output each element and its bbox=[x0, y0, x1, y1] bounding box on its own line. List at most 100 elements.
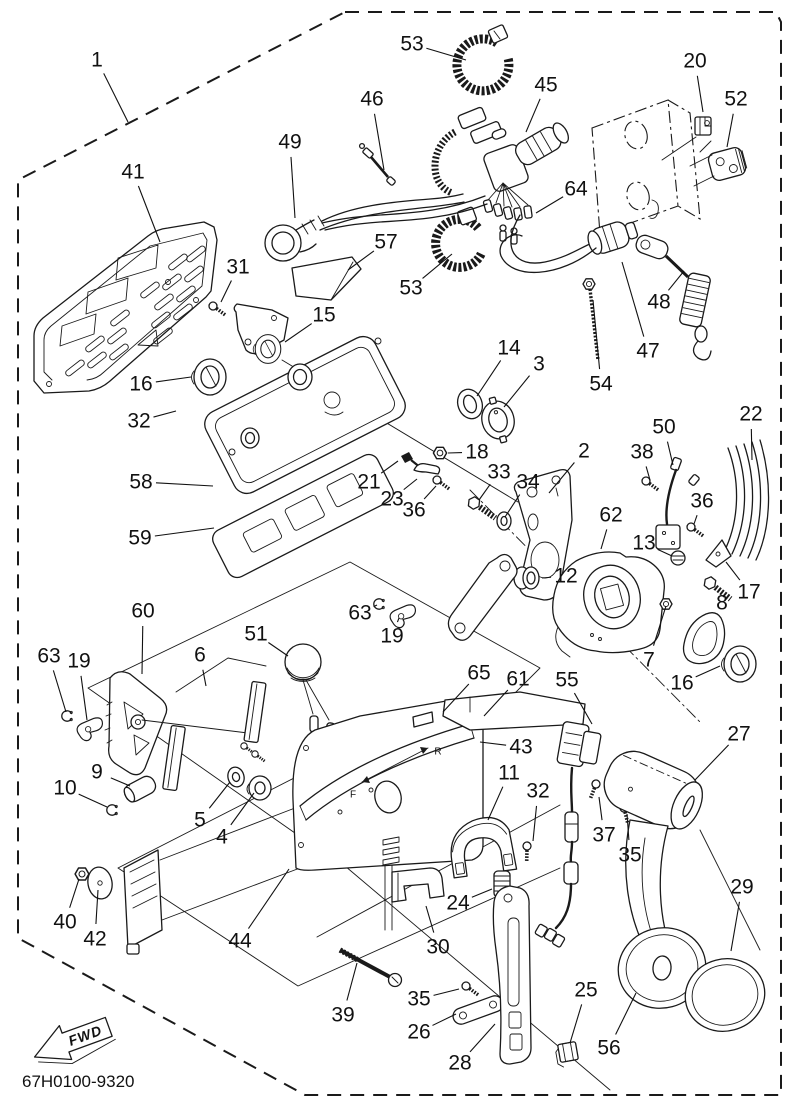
leader-line-58 bbox=[155, 482, 214, 487]
leader-line-10 bbox=[78, 793, 108, 808]
leader-line-36-left bbox=[423, 485, 437, 500]
leader-line-45 bbox=[525, 98, 541, 133]
part-16-left-grommet-drawing bbox=[190, 358, 227, 396]
leader-line-5 bbox=[208, 781, 231, 809]
leader-line-53-bottom bbox=[422, 253, 453, 279]
band-marking-top: R bbox=[434, 747, 441, 758]
part-9-roller-drawing bbox=[123, 775, 157, 803]
leader-line-36-right bbox=[693, 514, 698, 525]
leader-line-41 bbox=[137, 185, 161, 243]
part-label-46: 46 bbox=[360, 88, 383, 111]
leader-line-35-right bbox=[626, 813, 630, 841]
part-12-bushing-drawing bbox=[513, 566, 540, 590]
part-label-29: 29 bbox=[730, 876, 753, 899]
part-49-grommet-drawing bbox=[264, 193, 465, 262]
band-marking-bottom: F bbox=[350, 790, 356, 801]
leader-line-33 bbox=[478, 483, 491, 501]
leader-line-30 bbox=[425, 905, 435, 933]
leader-line-2 bbox=[548, 462, 575, 494]
part-label-23: 23 bbox=[380, 488, 403, 511]
part-29-disc-drawing bbox=[684, 958, 766, 1032]
part-20-clip-drawing bbox=[661, 116, 712, 161]
part-label-22: 22 bbox=[739, 403, 762, 426]
leader-line-53-top bbox=[426, 47, 467, 61]
part-26-link-drawing bbox=[452, 995, 504, 1025]
leader-line-3 bbox=[503, 375, 530, 408]
leader-line-48 bbox=[667, 270, 685, 291]
part-54-screw-drawing bbox=[582, 278, 600, 361]
leader-line-56 bbox=[615, 992, 637, 1035]
leader-line-64 bbox=[535, 196, 564, 214]
part-labels: 1414946534520526457533148475415163258591… bbox=[37, 33, 762, 1075]
leader-line-19-mid bbox=[396, 617, 400, 623]
part-16-right-grommet-drawing bbox=[720, 645, 757, 683]
leader-line-31 bbox=[220, 280, 232, 303]
part-label-35-right: 35 bbox=[618, 844, 641, 867]
part-label-4: 4 bbox=[216, 826, 228, 849]
part-label-58: 58 bbox=[129, 471, 152, 494]
part-label-12: 12 bbox=[554, 565, 577, 588]
part-label-64: 64 bbox=[564, 178, 588, 201]
part-5-washer-drawing bbox=[227, 766, 245, 788]
leader-line-14 bbox=[476, 360, 502, 397]
leader-line-43 bbox=[479, 741, 507, 746]
part-14-washer-drawing bbox=[456, 388, 484, 420]
part-label-53-bottom: 53 bbox=[399, 277, 422, 300]
part-label-9: 9 bbox=[91, 761, 103, 784]
part-35-bottom-screw-drawing bbox=[460, 980, 481, 998]
leader-line-47 bbox=[621, 261, 645, 337]
part-33-bolt-drawing bbox=[466, 495, 499, 522]
part-60-cam-plate-drawing bbox=[104, 671, 257, 776]
part-label-49: 49 bbox=[278, 131, 301, 154]
part-label-1: 1 bbox=[91, 49, 103, 72]
leader-line-49 bbox=[290, 156, 296, 219]
leader-line-42 bbox=[95, 889, 99, 925]
part-label-47: 47 bbox=[636, 340, 659, 363]
diagram-code: 67H0100-9320 bbox=[22, 1072, 134, 1091]
part-label-26: 26 bbox=[407, 1021, 430, 1044]
part-label-54: 54 bbox=[589, 373, 613, 396]
part-label-10: 10 bbox=[53, 777, 76, 800]
leader-line-65 bbox=[442, 683, 470, 713]
leader-line-61 bbox=[483, 689, 509, 717]
part-37-screw-drawing bbox=[583, 777, 606, 801]
part-6-link-levers-drawing bbox=[162, 657, 267, 792]
leader-line-17 bbox=[725, 561, 741, 581]
part-label-32-right: 32 bbox=[526, 780, 549, 803]
part-label-7: 7 bbox=[643, 649, 655, 672]
part-4-grommet-drawing bbox=[246, 775, 272, 801]
leader-line-13 bbox=[657, 548, 673, 557]
leader-line-35-bottom bbox=[433, 988, 460, 996]
part-label-28: 28 bbox=[448, 1052, 471, 1075]
leader-line-21 bbox=[380, 460, 399, 474]
part-50-wire-link-drawing bbox=[655, 456, 700, 550]
part-label-50: 50 bbox=[652, 416, 675, 439]
part-label-25: 25 bbox=[574, 979, 597, 1002]
part-label-39: 39 bbox=[331, 1004, 354, 1027]
part-65-tab-drawing bbox=[412, 711, 434, 728]
part-25-clip-drawing bbox=[555, 1041, 579, 1068]
part-31-screw-drawing bbox=[207, 300, 228, 318]
leader-line-60 bbox=[141, 625, 144, 675]
leader-line-59 bbox=[154, 527, 215, 537]
part-48-lanyard-drawing bbox=[635, 234, 712, 361]
part-63-left-eclip-drawing bbox=[61, 710, 73, 722]
part-label-21: 21 bbox=[357, 471, 380, 494]
part-30-clamp-drawing bbox=[391, 867, 445, 903]
part-32-right-screw-drawing bbox=[515, 838, 540, 864]
part-53-top-tube-drawing bbox=[452, 24, 514, 96]
leader-line-44 bbox=[247, 868, 290, 929]
part-label-13: 13 bbox=[632, 532, 655, 555]
part-27-handle-drawing bbox=[603, 750, 703, 959]
leader-line-29 bbox=[730, 901, 741, 952]
part-label-40: 40 bbox=[53, 911, 76, 934]
part-label-48: 48 bbox=[647, 291, 670, 314]
part-label-24: 24 bbox=[446, 892, 470, 915]
part-label-36-right: 36 bbox=[690, 490, 713, 513]
leader-line-12 bbox=[541, 576, 552, 579]
leader-line-38 bbox=[645, 466, 651, 481]
part-label-5: 5 bbox=[194, 809, 206, 832]
part-label-56: 56 bbox=[597, 1037, 620, 1060]
